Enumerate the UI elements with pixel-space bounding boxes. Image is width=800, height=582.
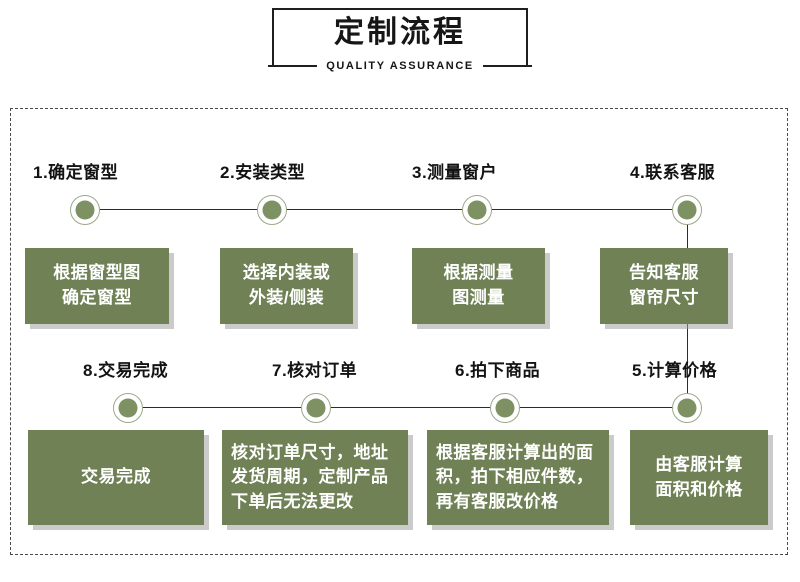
step-card-1-text: 根据窗型图 确定窗型 — [53, 263, 141, 307]
header-rule-right — [482, 65, 533, 67]
step-node-2[interactable] — [257, 195, 287, 225]
step-node-8[interactable] — [113, 393, 143, 423]
step-card-5[interactable]: 由客服计算 面积和价格 — [630, 430, 768, 525]
step-node-1[interactable] — [70, 195, 100, 225]
step-card-5-text: 由客服计算 面积和价格 — [655, 454, 743, 499]
step-card-8-text: 交易完成 — [81, 467, 151, 487]
header-banner-frame — [272, 8, 528, 66]
step-label-5: 5.计算价格 — [632, 361, 718, 380]
step-card-7-text: 核对订单尺寸，地址 发货周期，定制产品 下单后无法更改 — [231, 442, 389, 511]
step-card-6-text: 根据客服计算出的面 积，拍下相应件数， 再有客服改价格 — [436, 442, 594, 511]
step-node-4[interactable] — [672, 195, 702, 225]
step-node-6[interactable] — [490, 393, 520, 423]
step-card-7[interactable]: 核对订单尺寸，地址 发货周期，定制产品 下单后无法更改 — [222, 430, 408, 525]
step-card-3[interactable]: 根据测量 图测量 — [412, 248, 545, 324]
step-node-7[interactable] — [301, 393, 331, 423]
step-label-8: 8.交易完成 — [83, 361, 169, 380]
step-card-4-text: 告知客服 窗帘尺寸 — [629, 263, 699, 307]
step-label-7: 7.核对订单 — [272, 361, 358, 380]
step-label-3: 3.测量窗户 — [412, 163, 498, 182]
timeline-rail-row1 — [85, 209, 688, 210]
step-card-4[interactable]: 告知客服 窗帘尺寸 — [600, 248, 728, 324]
step-card-3-text: 根据测量 图测量 — [443, 263, 514, 307]
header-rule-left — [268, 65, 318, 67]
step-label-4: 4.联系客服 — [630, 163, 716, 182]
header-subtitle-row: QUALITY ASSURANCE — [268, 57, 533, 75]
step-label-2: 2.安装类型 — [220, 163, 306, 182]
header-subtitle: QUALITY ASSURANCE — [317, 60, 483, 72]
timeline-rail-row2 — [128, 407, 690, 408]
step-label-1: 1.确定窗型 — [33, 163, 119, 182]
step-card-2-text: 选择内装或 外装/侧装 — [242, 263, 331, 307]
page-title: 定制流程 — [334, 16, 466, 49]
step-card-8[interactable]: 交易完成 — [28, 430, 204, 525]
step-node-3[interactable] — [462, 195, 492, 225]
flow-diagram-container — [10, 108, 788, 555]
step-label-6: 6.拍下商品 — [455, 361, 541, 380]
step-card-2[interactable]: 选择内装或 外装/侧装 — [220, 248, 353, 324]
step-card-1[interactable]: 根据窗型图 确定窗型 — [25, 248, 169, 324]
step-card-6[interactable]: 根据客服计算出的面 积，拍下相应件数， 再有客服改价格 — [427, 430, 609, 525]
step-node-5[interactable] — [672, 393, 702, 423]
